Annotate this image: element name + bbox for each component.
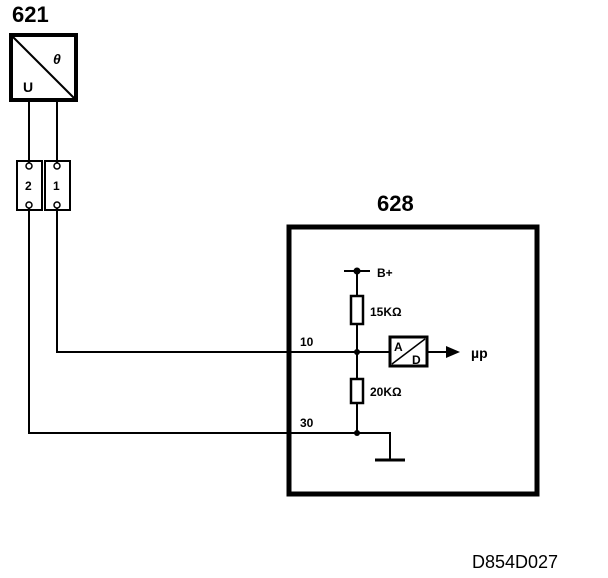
resistor-20k xyxy=(349,377,365,405)
resistor-20k-label: 20KΩ xyxy=(370,385,402,399)
supply-label: B+ xyxy=(377,266,393,280)
sensor-leads xyxy=(28,102,58,165)
sensor-diagonal xyxy=(12,36,75,99)
ad-converter-a-label: A xyxy=(394,340,403,354)
sensor-u-symbol: U xyxy=(23,79,33,95)
connector-pin-2-label: 2 xyxy=(25,179,32,193)
harness-wires xyxy=(28,208,357,434)
temperature-sensor xyxy=(9,33,78,102)
connector-terminals xyxy=(25,162,61,209)
connector-pin-1-label: 1 xyxy=(53,179,60,193)
resistor-15k xyxy=(349,294,365,326)
resistor-15k-label: 15KΩ xyxy=(370,305,402,319)
module-pin-30-label: 30 xyxy=(300,416,314,430)
wire-pin1-to-10 xyxy=(56,208,357,353)
ground-symbol xyxy=(357,432,405,462)
sensor-theta-symbol: θ xyxy=(53,51,61,67)
ad-converter-d-label: D xyxy=(412,353,421,367)
wire-pin2-to-30 xyxy=(28,208,357,434)
microprocessor-label: µp xyxy=(471,345,488,361)
diagram-reference-code: D854D027 xyxy=(472,552,558,572)
module-pin-10-label: 10 xyxy=(300,335,314,349)
module-id-label: 628 xyxy=(377,191,414,216)
sensor-id-label: 621 xyxy=(12,2,49,27)
control-module-box xyxy=(286,224,540,497)
output-arrow xyxy=(427,346,460,358)
